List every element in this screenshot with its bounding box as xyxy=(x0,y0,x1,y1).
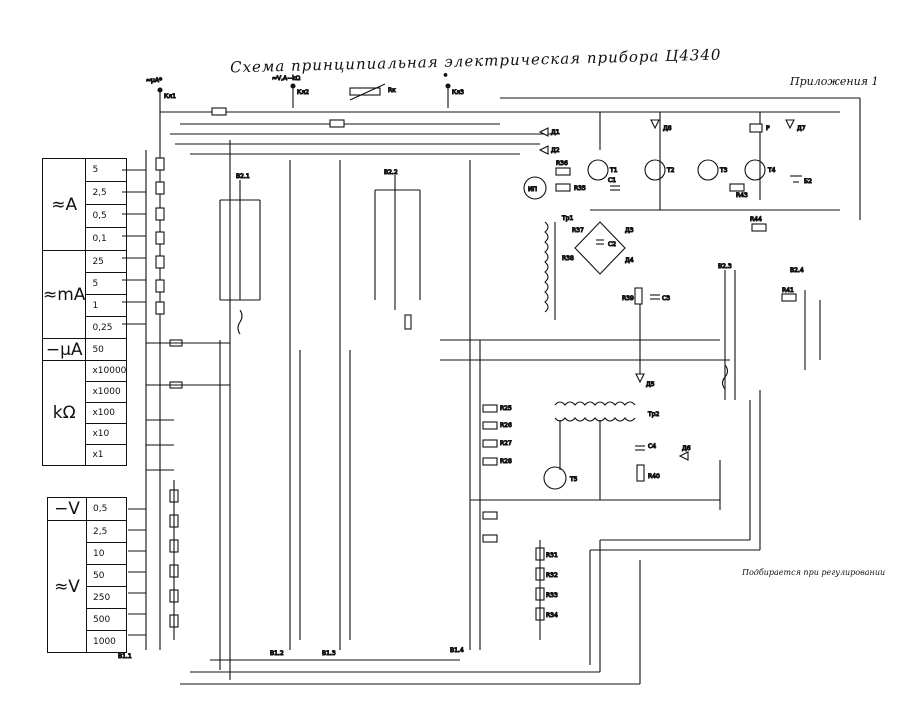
quantity-ac-volts: ≈V xyxy=(47,520,87,653)
terminal-kl1: ≈μA* Кл1 xyxy=(145,76,177,150)
d2-label: Д2 xyxy=(551,147,560,154)
switch-b2-1: В2.1 xyxy=(219,172,261,335)
b2-4-label: В2.4 xyxy=(790,267,804,274)
transformer-tr2: Тр2 Т5 С4 Д6 R40 xyxy=(520,401,721,510)
current-resistance-range-table: ≈A 5 2,5 0,5 0,1 ≈mA 25 5 1 0,25 −μA 50 … xyxy=(41,158,128,466)
t5-label: Т5 xyxy=(569,476,578,483)
meter-block: ИП Д1 Д2 R36 R35 xyxy=(523,127,587,200)
middle-buses: В1.2 В1.3 xyxy=(180,140,640,685)
t4-label: Т4 xyxy=(767,167,776,174)
switch-b1-ladder: В1.1 xyxy=(117,150,230,661)
r43-label: R43 xyxy=(736,192,748,199)
voltage-range-table: −V 0,5 ≈V 2,5 10 50 250 500 1000 xyxy=(47,497,127,653)
r40-label: R40 xyxy=(648,473,660,480)
c3-label: С3 xyxy=(662,295,670,302)
r39-label: R39 xyxy=(622,295,634,302)
c1-label: С1 xyxy=(608,177,616,184)
battery-label: Б2 xyxy=(804,178,812,185)
tr2-label: Тр2 xyxy=(647,411,659,418)
d3-label: Д3 xyxy=(625,227,634,234)
b2-2-label: В2.2 xyxy=(384,169,398,176)
kl1-symbol: ≈μA* xyxy=(146,77,162,84)
r26-label: R26 xyxy=(500,422,512,429)
rectifier-section: R39 С3 Д5 xyxy=(621,287,671,389)
transformer-tr1: Тр1 R37 R38 Д3 Д4 С2 xyxy=(544,214,634,320)
r44-label: R44 xyxy=(750,216,762,223)
kl2-label: Кл2 xyxy=(297,89,309,96)
kl3-label: Кл3 xyxy=(452,89,464,96)
d6-label: Д6 xyxy=(682,445,691,452)
b1-2-label: В1.2 xyxy=(270,650,284,657)
rk-label: Rк xyxy=(388,87,396,94)
c2-label: С2 xyxy=(608,241,616,248)
c4-label: С4 xyxy=(648,443,656,450)
r28-label: R28 xyxy=(500,458,512,465)
quantity-ac-amps: ≈A xyxy=(41,158,87,251)
rk-resistor: Rк xyxy=(349,83,397,101)
footnote: Подбирается при регулировании xyxy=(742,568,886,577)
meter-label: ИП xyxy=(528,186,537,193)
d5-label: Д5 xyxy=(646,381,655,388)
d8-label: Д8 xyxy=(663,125,672,132)
relay-label: Р xyxy=(766,125,770,132)
r27-label: R27 xyxy=(500,440,512,447)
r34-label: R34 xyxy=(546,612,558,619)
r32-label: R32 xyxy=(546,572,558,579)
b1-3-label: В1.3 xyxy=(322,650,336,657)
r36-label: R36 xyxy=(556,160,568,167)
r37-label: R37 xyxy=(572,227,584,234)
range-cell: 1000 xyxy=(86,630,127,653)
kl2-symbol: ≈V,A−kΩ xyxy=(272,75,301,82)
r38-label: R38 xyxy=(562,255,574,262)
terminal-kl3: * Кл3 xyxy=(443,72,465,108)
switch-b2-2: В2.2 xyxy=(374,168,421,330)
t1-label: Т1 xyxy=(609,167,618,174)
b1-label: В1.1 xyxy=(118,653,132,660)
d1-label: Д1 xyxy=(551,129,560,136)
kl3-symbol: * xyxy=(444,73,447,80)
transistor-stage: Т1 Т2 Т3 Т4 Д8 Р Д7 С1 R43 Б2 xyxy=(587,111,840,211)
r31-label: R31 xyxy=(546,552,558,559)
range-cell: 0,1 xyxy=(85,227,128,251)
d4-label: Д4 xyxy=(625,257,634,264)
r33-label: R33 xyxy=(546,592,558,599)
b2-1-label: В2.1 xyxy=(236,173,250,180)
kl1-label: Кл1 xyxy=(164,93,176,100)
range-cell: 5 xyxy=(85,158,128,182)
top-bus xyxy=(160,97,861,220)
right-bus: R25 R26 R27 R28 R31 R32 R33 R34 В1.4 xyxy=(449,160,559,655)
r35-label: R35 xyxy=(574,185,586,192)
range-cell: 0,5 xyxy=(85,204,128,228)
t3-label: Т3 xyxy=(719,167,728,174)
switch-b2-4: R41 В2.4 xyxy=(781,266,821,370)
appendix-label: Приложения 1 xyxy=(790,75,879,88)
terminal-kl2: ≈V,A−kΩ Кл2 xyxy=(271,74,310,108)
r25-label: R25 xyxy=(500,405,512,412)
quantity-kiloohms: kΩ xyxy=(41,360,87,466)
lower-wiring xyxy=(440,339,761,684)
range-cell: 0,5 xyxy=(86,497,127,521)
b2-3-label: В2.3 xyxy=(718,263,732,270)
quantity-dc-microamps: −μA xyxy=(41,338,87,361)
r41-label: R41 xyxy=(782,287,794,294)
range-cell: x1 xyxy=(85,444,128,466)
t2-label: Т2 xyxy=(666,167,675,174)
tr1-label: Тр1 xyxy=(561,215,573,222)
d7-label: Д7 xyxy=(797,125,806,132)
b1-4-label: В1.4 xyxy=(450,647,464,654)
switch-b2-3: В2.3 R44 xyxy=(717,215,767,400)
